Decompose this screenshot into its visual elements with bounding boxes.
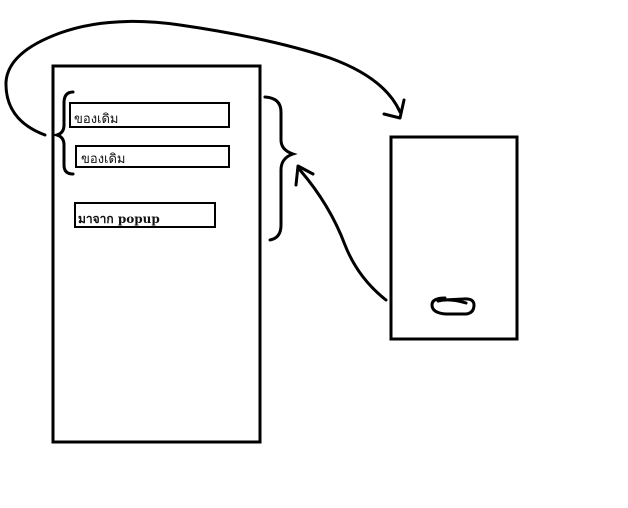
field-box-3	[74, 202, 216, 228]
return-arrowhead	[294, 164, 315, 187]
field-box-1	[69, 102, 230, 128]
open-popup-arrow	[4, 19, 402, 137]
field-box-2	[75, 145, 230, 168]
popup-button-scribble	[430, 296, 476, 316]
right-brace	[263, 95, 298, 242]
main-window	[51, 64, 262, 444]
field-label-existing-1: ของเดิม	[74, 112, 119, 127]
return-arrow	[298, 168, 388, 302]
left-brace	[51, 90, 75, 176]
popup-window	[389, 135, 519, 341]
field-label-existing-2: ของเดิม	[81, 152, 126, 167]
field-label-from-popup: มาจาก popup	[78, 212, 160, 226]
open-popup-arrowhead	[382, 98, 406, 120]
